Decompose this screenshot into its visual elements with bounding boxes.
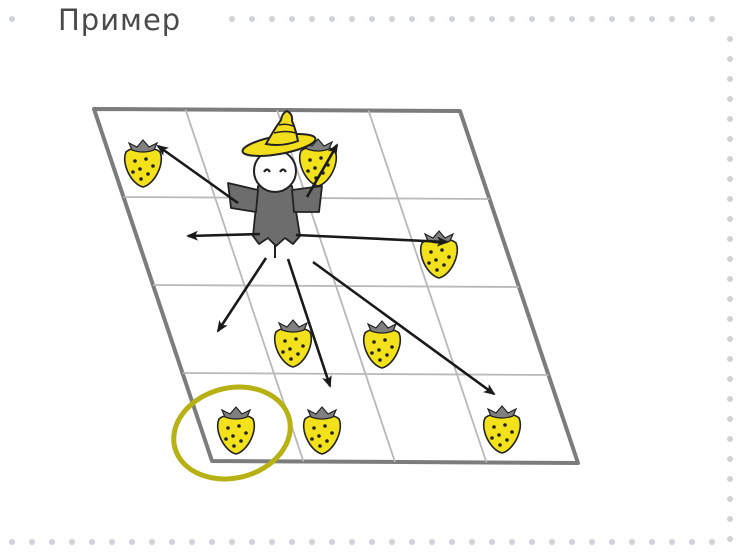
page-title: Пример [58,2,181,38]
